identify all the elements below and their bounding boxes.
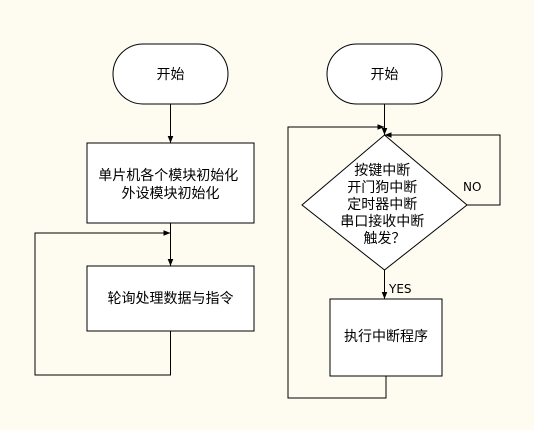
right-decision-line-4: 串口接收中断 bbox=[340, 213, 424, 230]
left-init-box bbox=[86, 142, 255, 224]
left-init-label: 单片机各个模块初始化 外设模块初始化 bbox=[98, 167, 242, 202]
right-yes-label: YES bbox=[388, 282, 412, 296]
right-decision-line-5: 触发？ bbox=[364, 231, 406, 247]
right-decision-label: 按键中断 开门狗中断 定时器中断 串口接收中断 触发？ bbox=[340, 163, 428, 247]
right-no-label: NO bbox=[463, 180, 481, 194]
right-start-label: 开始 bbox=[371, 67, 399, 83]
right-decision-line-2: 开门狗中断 bbox=[347, 180, 417, 196]
right-flowchart: 开始 按键中断 开门狗中断 定时器中断 串口接收中断 触发？ NO YES 执行… bbox=[287, 43, 501, 399]
left-flowchart: 开始 单片机各个模块初始化 外设模块初始化 轮询处理数据与指令 bbox=[34, 43, 255, 376]
right-decision-line-3: 定时器中断 bbox=[347, 197, 417, 213]
right-process-label: 执行中断程序 bbox=[344, 329, 428, 345]
left-loop-box bbox=[86, 265, 255, 332]
right-no-loop-arrow bbox=[384, 132, 501, 206]
left-loop-label: 轮询处理数据与指令 bbox=[108, 291, 234, 307]
left-init-line-2: 外设模块初始化 bbox=[122, 185, 220, 202]
left-init-line-1: 单片机各个模块初始化 bbox=[98, 167, 238, 184]
right-return-loop-arrow bbox=[287, 124, 387, 399]
right-decision-line-1: 按键中断 bbox=[354, 163, 410, 179]
right-process-box bbox=[329, 298, 443, 377]
left-loop-back-arrow bbox=[34, 230, 171, 376]
left-start-label: 开始 bbox=[157, 67, 185, 83]
